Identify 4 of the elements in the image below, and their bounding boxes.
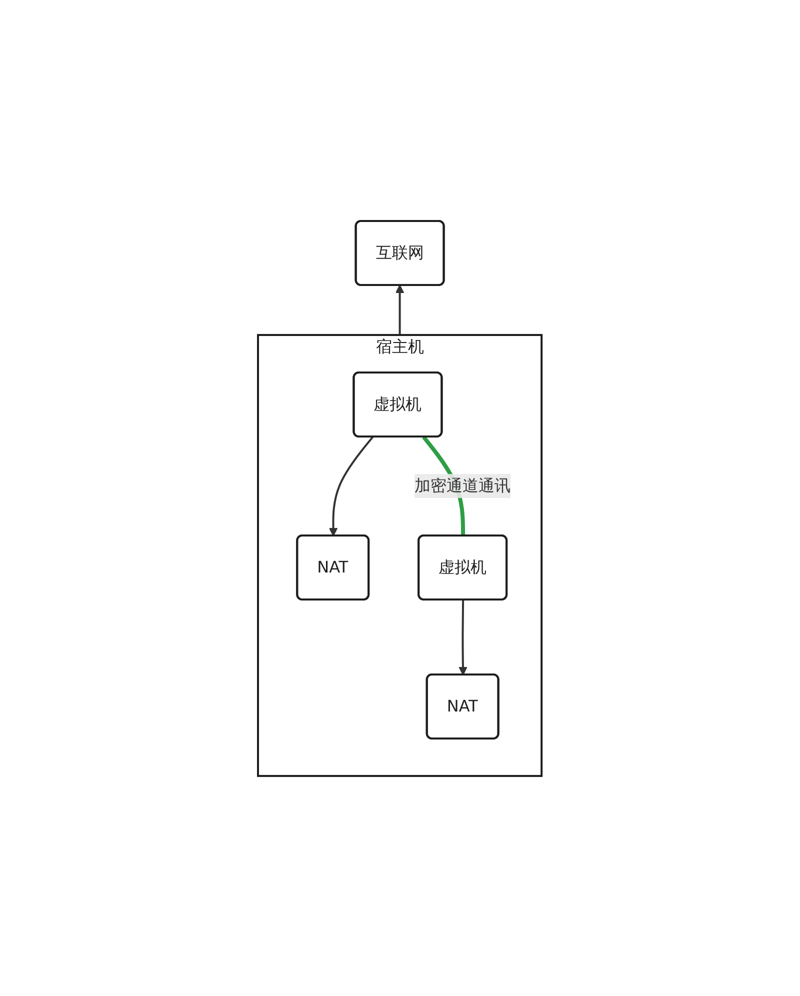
edge-label: 加密通道通讯 [414, 476, 511, 494]
arrow [329, 436, 374, 536]
arrow [458, 599, 468, 675]
arrow [396, 284, 404, 334]
